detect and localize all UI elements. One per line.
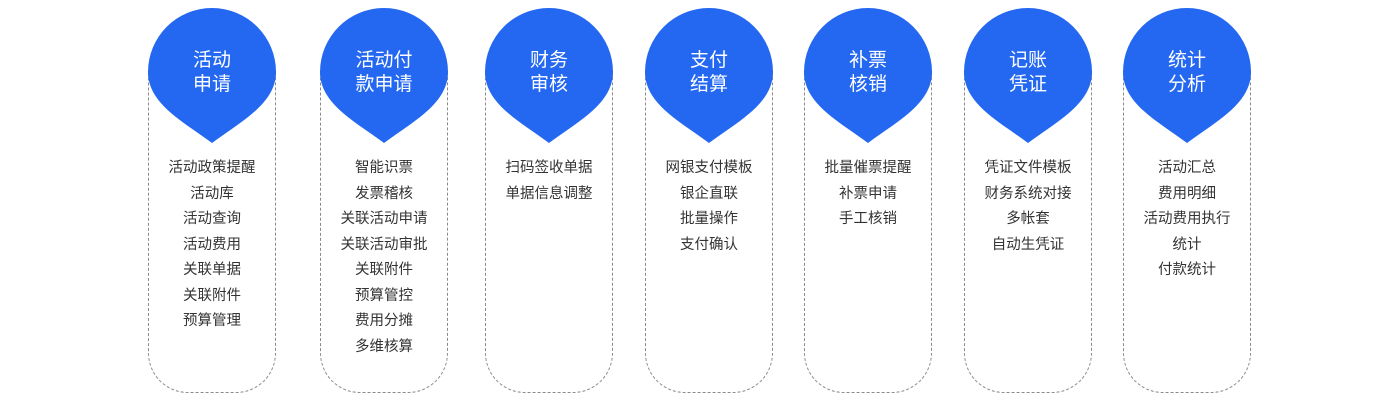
feature-item: 自动生凭证 — [991, 236, 1065, 253]
step-title-line: 凭证 — [1008, 73, 1047, 95]
process-column: 支付结算网银支付模板银企直联批量操作支付确认 — [644, 8, 774, 396]
process-column: 补票核销批量催票提醒补票申请手工核销 — [803, 8, 933, 396]
step-title: 财务审核 — [484, 8, 614, 136]
feature-item: 多帐套 — [1006, 211, 1050, 227]
feature-item: 关联附件 — [183, 287, 241, 304]
step-title: 活动付款申请 — [319, 8, 449, 136]
step-title-line: 申请 — [192, 73, 231, 95]
drop-marker-icon — [1123, 8, 1251, 143]
drop-marker-icon — [148, 8, 276, 143]
feature-item: 关联单据 — [183, 262, 241, 278]
step-title-line: 补票 — [848, 49, 887, 71]
feature-item: 关联活动申请 — [340, 211, 428, 227]
feature-item: 单据信息调整 — [505, 185, 593, 202]
feature-item: 关联附件 — [355, 262, 413, 278]
dashed-container — [804, 70, 932, 393]
feature-item: 预算管理 — [183, 313, 241, 329]
dashed-container — [148, 70, 276, 393]
feature-list: 智能识票发票稽核关联活动申请关联活动审批关联附件预算管控费用分摊多维核算 — [299, 156, 469, 360]
drop-marker-icon — [964, 8, 1092, 143]
feature-list: 批量催票提醒补票申请手工核销 — [783, 156, 953, 233]
step-title: 补票核销 — [803, 8, 933, 136]
feature-item: 批量催票提醒 — [824, 160, 912, 176]
process-column: 记账凭证凭证文件模板财务系统对接多帐套自动生凭证 — [963, 8, 1093, 396]
feature-item: 活动政策提醒 — [168, 160, 256, 176]
feature-item: 费用明细 — [1158, 185, 1216, 202]
feature-item: 活动费用执行 — [1143, 211, 1231, 227]
step-title-line: 统计 — [1167, 49, 1206, 71]
feature-item: 活动查询 — [183, 211, 241, 227]
dashed-container — [485, 70, 613, 393]
feature-list: 活动汇总费用明细活动费用执行统计付款统计 — [1102, 156, 1272, 284]
feature-item: 活动汇总 — [1158, 160, 1216, 176]
step-title: 记账凭证 — [963, 8, 1093, 136]
feature-item: 扫码签收单据 — [505, 160, 593, 176]
step-title-line: 审核 — [529, 73, 568, 95]
step-title-line: 财务 — [529, 49, 568, 71]
dashed-container — [1123, 70, 1251, 393]
feature-item: 补票申请 — [839, 185, 897, 202]
process-column: 活动付款申请智能识票发票稽核关联活动申请关联活动审批关联附件预算管控费用分摊多维… — [319, 8, 449, 396]
process-column: 统计分析活动汇总费用明细活动费用执行统计付款统计 — [1122, 8, 1252, 396]
step-title: 活动申请 — [147, 8, 277, 136]
feature-item: 财务系统对接 — [984, 185, 1072, 202]
step-title: 支付结算 — [644, 8, 774, 136]
dashed-container — [964, 70, 1092, 393]
step-title-line: 核销 — [848, 73, 887, 95]
feature-list: 活动政策提醒活动库活动查询活动费用关联单据关联附件预算管理 — [127, 156, 297, 335]
step-title-line: 分析 — [1167, 73, 1206, 95]
step-title-line: 款申请 — [355, 73, 413, 95]
dashed-container — [320, 70, 448, 393]
drop-marker-icon — [645, 8, 773, 143]
feature-item: 活动费用 — [183, 236, 241, 253]
feature-item: 统计 — [1172, 236, 1202, 253]
feature-item: 预算管控 — [355, 287, 413, 304]
feature-item: 费用分摊 — [355, 313, 413, 329]
step-title: 统计分析 — [1122, 8, 1252, 136]
step-title-line: 记账 — [1008, 49, 1047, 71]
feature-list: 凭证文件模板财务系统对接多帐套自动生凭证 — [943, 156, 1113, 258]
drop-marker-icon — [320, 8, 448, 143]
feature-list: 扫码签收单据单据信息调整 — [464, 156, 634, 207]
step-title-line: 活动付 — [355, 49, 413, 71]
feature-item: 批量操作 — [680, 211, 738, 227]
feature-item: 活动库 — [190, 185, 234, 202]
feature-item: 银企直联 — [680, 185, 738, 202]
feature-item: 发票稽核 — [355, 185, 413, 202]
step-title-line: 支付 — [689, 49, 728, 71]
feature-item: 关联活动审批 — [340, 236, 428, 253]
feature-item: 支付确认 — [680, 236, 738, 253]
feature-item: 网银支付模板 — [665, 160, 753, 176]
drop-marker-icon — [485, 8, 613, 143]
drop-marker-icon — [804, 8, 932, 143]
dashed-container — [645, 70, 773, 393]
feature-item: 凭证文件模板 — [984, 160, 1072, 176]
feature-item: 智能识票 — [355, 160, 413, 176]
feature-item: 多维核算 — [355, 338, 413, 355]
process-column: 财务审核扫码签收单据单据信息调整 — [484, 8, 614, 396]
step-title-line: 结算 — [689, 73, 728, 95]
feature-item: 手工核销 — [839, 211, 897, 227]
feature-item: 付款统计 — [1158, 262, 1216, 278]
process-column: 活动申请活动政策提醒活动库活动查询活动费用关联单据关联附件预算管理 — [147, 8, 277, 396]
feature-list: 网银支付模板银企直联批量操作支付确认 — [624, 156, 794, 258]
step-title-line: 活动 — [192, 49, 231, 71]
